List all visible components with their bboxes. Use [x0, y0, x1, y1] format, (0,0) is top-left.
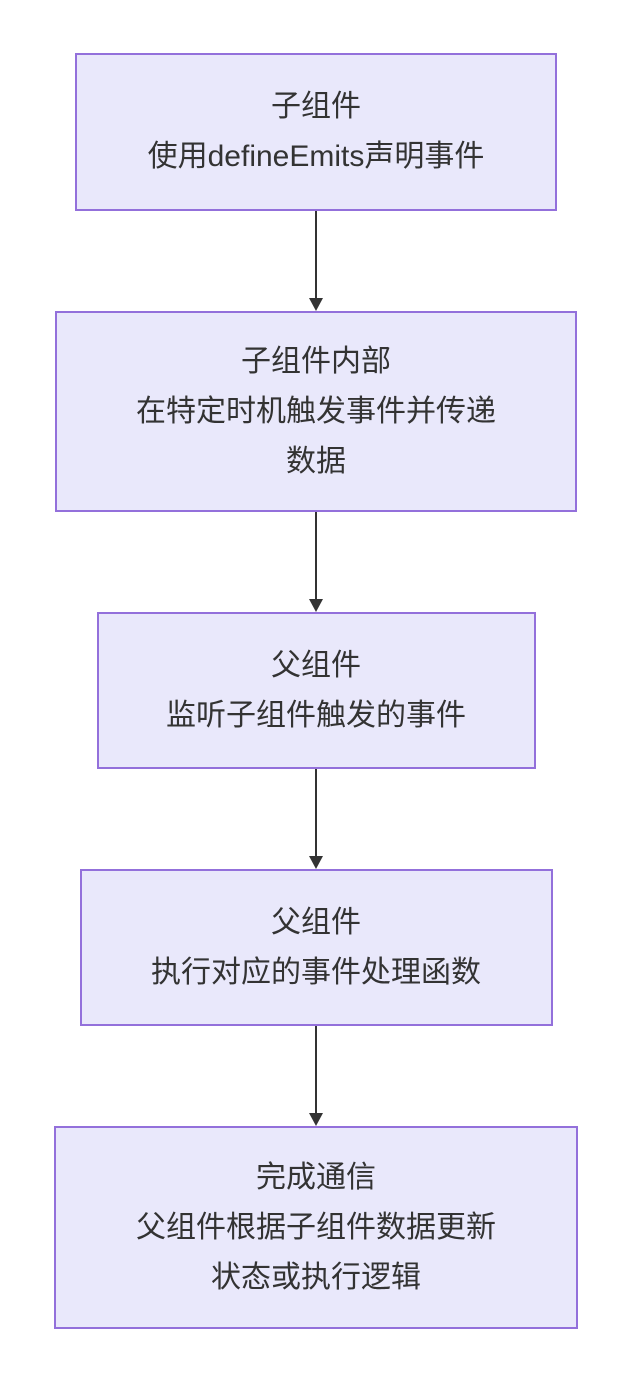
node-text-line: 数据: [286, 444, 346, 478]
flow-arrow-parent-listen-to-parent-handle: [309, 769, 323, 869]
node-text-line: 状态或执行逻辑: [211, 1260, 421, 1294]
flow-node-parent-handle: 父组件 执行对应的事件处理函数: [79, 869, 553, 1026]
node-text-line: 使用defineEmits声明事件: [147, 140, 485, 173]
node-text-line: 子组件内部: [241, 344, 391, 378]
node-text-line: 父组件: [271, 648, 361, 682]
arrow-shaft: [315, 1026, 317, 1113]
node-text-line: 监听子组件触发的事件: [166, 698, 466, 732]
arrowhead-down-icon: [309, 856, 323, 869]
arrowhead-down-icon: [309, 599, 323, 612]
arrow-shaft: [315, 769, 317, 856]
node-text-line: 完成通信: [256, 1160, 376, 1194]
flow-arrow-child-emit-to-parent-listen: [309, 512, 323, 612]
node-text-line: 父组件: [271, 905, 361, 939]
flow-arrow-child-declare-to-child-emit: [309, 211, 323, 311]
node-text-line: 父组件根据子组件数据更新: [136, 1210, 496, 1244]
flow-node-child-emit: 子组件内部 在特定时机触发事件并传递 数据: [55, 311, 577, 512]
arrow-shaft: [315, 211, 317, 298]
arrow-shaft: [315, 512, 317, 599]
flow-arrow-parent-handle-to-communication-done: [309, 1026, 323, 1126]
flow-node-child-declare: 子组件 使用defineEmits声明事件: [75, 53, 557, 211]
node-text-line: 执行对应的事件处理函数: [151, 955, 481, 989]
arrowhead-down-icon: [309, 1113, 323, 1126]
arrowhead-down-icon: [309, 298, 323, 311]
node-text-line: 子组件: [271, 90, 361, 123]
flow-node-communication-done: 完成通信 父组件根据子组件数据更新 状态或执行逻辑: [54, 1126, 578, 1329]
node-text-line: 在特定时机触发事件并传递: [136, 394, 496, 428]
flow-node-parent-listen: 父组件 监听子组件触发的事件: [96, 612, 536, 769]
